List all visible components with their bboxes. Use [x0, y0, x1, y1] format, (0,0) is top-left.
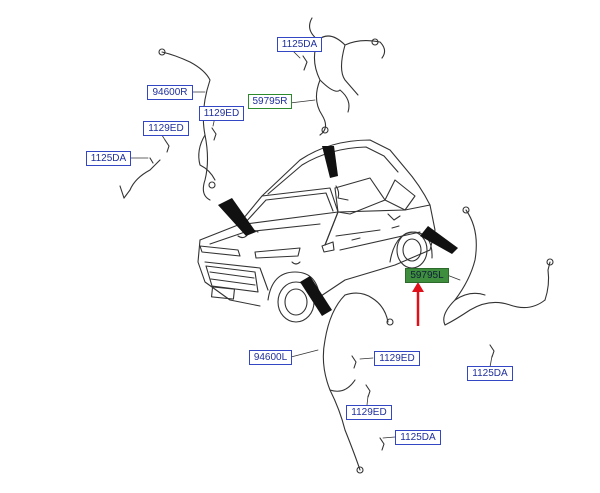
part-label-1125da-bottom[interactable]: 1125DA: [395, 430, 441, 445]
part-label-94600r[interactable]: 94600R: [147, 85, 193, 100]
harness-lines: [119, 17, 554, 474]
part-label-1129ed-left[interactable]: 1129ED: [143, 121, 189, 136]
pointer-wedges: [218, 146, 458, 316]
part-label-59795r[interactable]: 59795R: [248, 94, 292, 109]
part-label-1125da-right[interactable]: 1125DA: [467, 366, 513, 381]
part-label-1129ed-bottom1[interactable]: 1129ED: [374, 351, 420, 366]
part-label-1129ed-mid[interactable]: 1129ED: [199, 106, 244, 121]
part-label-1129ed-bottom2[interactable]: 1129ED: [346, 405, 392, 420]
vehicle-drawing: [197, 139, 436, 323]
leader-lines: [127, 51, 493, 439]
red-arrow-icon: [412, 282, 424, 326]
part-label-1125da-left[interactable]: 1125DA: [86, 151, 131, 166]
part-label-59795l[interactable]: 59795L: [405, 268, 449, 283]
part-label-94600l[interactable]: 94600L: [249, 350, 292, 365]
part-label-1125da-top[interactable]: 1125DA: [277, 37, 322, 52]
